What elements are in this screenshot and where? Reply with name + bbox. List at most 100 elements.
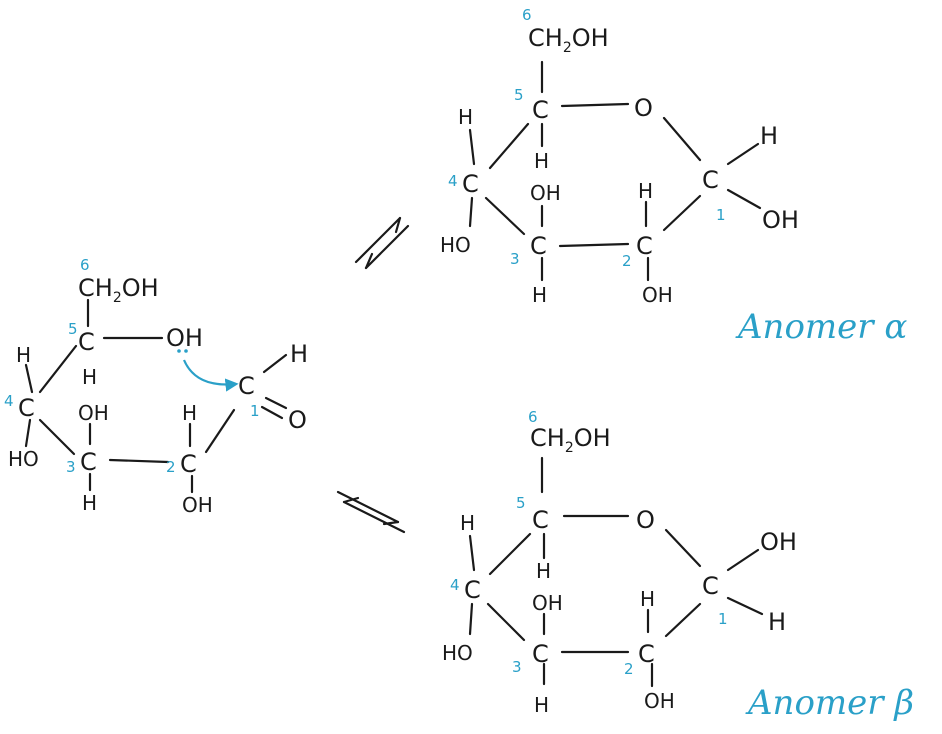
carbon-number-1: 1: [716, 206, 726, 224]
c2-h: H: [640, 587, 655, 611]
carbon-number-2: 2: [166, 458, 176, 476]
c2-oh: OH: [642, 283, 673, 307]
bond-c5-o: [560, 102, 630, 108]
carbon-number-1: 1: [250, 402, 260, 420]
bond-c4-h: [24, 363, 34, 394]
bond-c1-h: [262, 353, 288, 374]
bond-c1-oh: [726, 188, 762, 210]
c2-atom: C: [180, 450, 197, 478]
c1-oh: OH: [760, 528, 797, 556]
c2-h: H: [182, 401, 197, 425]
c5-oh: OH: [166, 324, 203, 352]
bond-c1-h: [726, 596, 764, 616]
c4-atom: C: [462, 170, 479, 198]
c6-group: CH2OH: [78, 274, 159, 306]
bond-c5-c4: [38, 344, 78, 394]
bond-c3-c2: [108, 458, 170, 464]
c3-h: H: [532, 283, 547, 307]
carbon-number-5: 5: [516, 494, 526, 512]
c1-atom: C: [702, 572, 719, 600]
bond-c4-ho: [468, 196, 474, 228]
carbon-number-3: 3: [510, 250, 520, 268]
anomer-beta-label: Anomer β: [745, 683, 914, 723]
bond-c4-h: [468, 534, 476, 572]
c4-ho: HO: [440, 233, 471, 257]
bond-c4-h: [468, 128, 476, 166]
bond-c4-c3: [486, 602, 526, 642]
c2-oh: OH: [182, 493, 213, 517]
carbon-number-4: 4: [4, 392, 14, 410]
carbon-number-6: 6: [522, 6, 532, 24]
bond-c1-oh: [726, 548, 760, 572]
carbon-number-2: 2: [622, 252, 632, 270]
c4-atom: C: [18, 394, 35, 422]
bond-c3-c2: [558, 242, 630, 248]
open-chain-structure: CH2OH C OH H C O H H C HO OH C H H C OH …: [4, 256, 308, 517]
bond-c4-c3: [38, 418, 76, 456]
c4-ho: HO: [8, 447, 39, 471]
anomer-alpha-label: Anomer α: [735, 307, 907, 347]
lone-pair-dot: [177, 349, 181, 353]
bond-c5-c4: [488, 532, 532, 576]
bond-o-c1: [664, 528, 702, 568]
carbon-number-5: 5: [68, 320, 78, 338]
c1-oh: OH: [762, 206, 799, 234]
c6-group: CH2OH: [530, 424, 611, 456]
c5-h: H: [82, 365, 97, 389]
equilibrium-arrow-alpha: [354, 216, 410, 270]
carbon-number-6: 6: [80, 256, 90, 274]
c5-h: H: [534, 149, 549, 173]
equilibrium-arrow-beta: [336, 490, 406, 534]
c3-h: H: [82, 491, 97, 515]
c6-group: CH2OH: [528, 24, 609, 56]
bond-o-c1: [662, 116, 702, 162]
bond-c4-ho: [468, 602, 474, 636]
carbon-number-2: 2: [624, 660, 634, 678]
bond-c1-o-b: [260, 405, 284, 420]
c3-atom: C: [532, 640, 549, 668]
c2-atom: C: [638, 640, 655, 668]
ring-oxygen: O: [636, 506, 655, 534]
c5-atom: C: [532, 506, 549, 534]
c3-oh: OH: [532, 591, 563, 615]
c4-ho: HO: [442, 641, 473, 665]
c1-h: H: [290, 340, 308, 368]
bond-c5-c4: [488, 122, 530, 170]
carbon-number-4: 4: [448, 172, 458, 190]
lone-pair-dot: [184, 349, 188, 353]
c5-atom: C: [532, 96, 549, 124]
bond-c4-c3: [484, 196, 526, 236]
c1-atom: C: [238, 372, 255, 400]
bond-c2-c1: [664, 602, 702, 638]
c5-h: H: [536, 559, 551, 583]
c1-atom: C: [702, 166, 719, 194]
electron-arrow: [182, 359, 239, 392]
bond-c1-h: [726, 142, 760, 166]
bond-c4-ho: [24, 418, 32, 448]
bond-c1-o-a: [264, 396, 288, 410]
c3-atom: C: [80, 448, 97, 476]
carbon-number-3: 3: [512, 658, 522, 676]
carbon-number-5: 5: [514, 86, 524, 104]
c1-h: H: [768, 608, 786, 636]
c2-h: H: [638, 179, 653, 203]
c4-h: H: [460, 511, 475, 535]
alpha-anomer-structure: CH2OH C O H H C HO OH C H H C OH C H OH …: [440, 6, 907, 347]
c4-atom: C: [464, 576, 481, 604]
c2-oh: OH: [644, 689, 675, 713]
carbon-number-3: 3: [66, 458, 76, 476]
ring-oxygen: O: [634, 94, 653, 122]
beta-anomer-structure: CH2OH C O H H C HO OH C H H C OH C OH H …: [442, 408, 914, 723]
carbon-number-6: 6: [528, 408, 538, 426]
c1-h: H: [760, 122, 778, 150]
c3-atom: C: [530, 232, 547, 260]
carbon-number-1: 1: [718, 610, 728, 628]
c3-h: H: [534, 693, 549, 717]
c3-oh: OH: [78, 401, 109, 425]
c4-h: H: [16, 343, 31, 367]
bond-c2-c1: [204, 408, 236, 454]
c2-atom: C: [636, 232, 653, 260]
c3-oh: OH: [530, 181, 561, 205]
